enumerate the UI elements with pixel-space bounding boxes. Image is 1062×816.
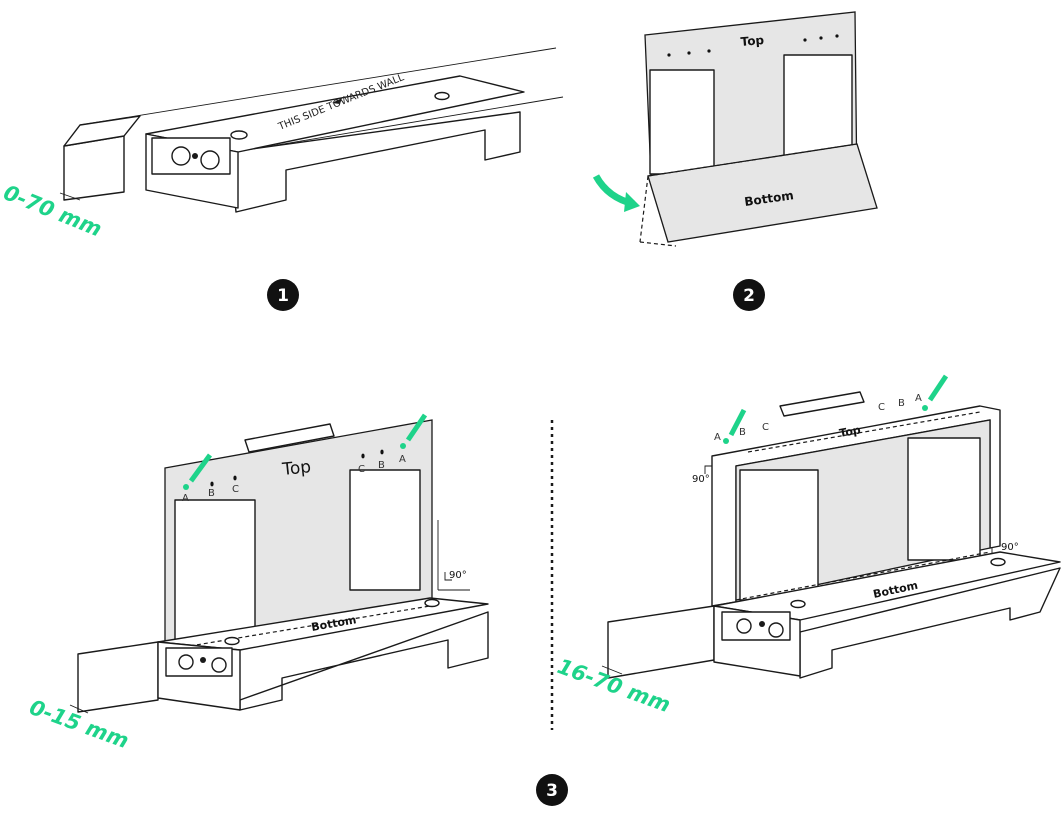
lens-right	[200, 150, 220, 170]
lens-left	[178, 654, 194, 670]
cutout-right	[907, 437, 981, 561]
pen-icon	[728, 408, 747, 437]
pen-icon	[927, 374, 949, 402]
shelf-front	[607, 605, 715, 679]
panel-3b-template-away-from-wall: 90° 90° Top A B C C B A Bottom 16-70 mm	[554, 374, 1061, 717]
dimension-arrow	[69, 704, 89, 714]
foot-pad-2	[990, 557, 1006, 567]
cutout-left	[739, 469, 819, 601]
foot-pad-2	[424, 598, 440, 608]
step-number: 2	[743, 286, 755, 306]
shelf-front	[63, 135, 125, 201]
cutout-right	[349, 469, 421, 591]
hole-label: B	[378, 460, 385, 471]
foot-pad-1	[224, 636, 240, 646]
shelf-front	[77, 641, 159, 713]
hole-label: C	[762, 422, 769, 433]
fold-line	[189, 605, 431, 647]
cutout-right	[783, 54, 853, 166]
cutout-left	[649, 69, 715, 175]
fold-line	[735, 551, 991, 601]
pen-icon	[188, 453, 213, 483]
hole-label: C	[358, 464, 365, 475]
angle-label-right: 90°	[1001, 542, 1019, 553]
panel-1-bar-on-wall: THIS SIDE TOWARDS WALL 0-70 mm	[0, 47, 564, 241]
base-stand	[229, 111, 521, 213]
hole-label: B	[739, 427, 746, 438]
pen-icon	[405, 413, 428, 442]
step-number: 3	[546, 781, 558, 801]
bottom-label: Bottom	[743, 188, 794, 209]
hole-label: A	[915, 393, 922, 404]
hole-label: B	[208, 488, 215, 499]
fold-guide-horizontal	[639, 241, 677, 247]
hole-label: C	[878, 402, 885, 413]
clip-bracket	[779, 391, 865, 417]
dimension-arrow	[601, 665, 623, 675]
foot-pad-1	[790, 599, 806, 609]
foot-pad-1	[230, 130, 248, 140]
hole-label: B	[898, 398, 905, 409]
top-label: Top	[740, 33, 765, 49]
angle-label: 90°	[449, 570, 467, 581]
top-label: Top	[280, 457, 312, 480]
step-badge-3: 3	[536, 774, 568, 806]
shelf-top	[63, 115, 141, 147]
hole-label: A	[399, 454, 406, 465]
step-badge-2: 2	[733, 279, 765, 311]
lens-right	[768, 622, 784, 638]
lens-left	[171, 146, 191, 166]
base-stand	[799, 567, 1061, 679]
sensor-dot	[192, 153, 198, 159]
dimension-arrow	[59, 192, 81, 201]
lens-right	[211, 657, 227, 673]
top-label: Top	[838, 423, 862, 440]
base-stand	[239, 611, 489, 711]
panel-2-template-fold: Top Bottom	[592, 11, 878, 247]
fold-guide-vertical	[639, 175, 649, 243]
step-badge-1: 1	[267, 279, 299, 311]
wall-edge-top	[79, 47, 557, 126]
wall-edge-bottom	[235, 96, 564, 153]
lens-left	[736, 618, 752, 634]
hole-label: A	[714, 432, 721, 443]
cutout-left	[174, 499, 256, 641]
sensor-dot	[200, 657, 206, 663]
hole-label: A	[182, 493, 189, 504]
fold-line-top	[747, 411, 981, 453]
angle-label-left: 90°	[692, 474, 710, 485]
clip-bracket	[244, 423, 335, 453]
fold-line	[647, 143, 858, 177]
arrow-up-icon	[332, 98, 342, 104]
panel-3a-template-near-wall: 90° Top A B C C B A Bottom 0-15 mm	[26, 413, 489, 753]
hole-label: C	[232, 484, 239, 495]
foot-pad-2	[434, 91, 450, 101]
sensor-dot	[759, 621, 765, 627]
step-number: 1	[277, 286, 289, 306]
